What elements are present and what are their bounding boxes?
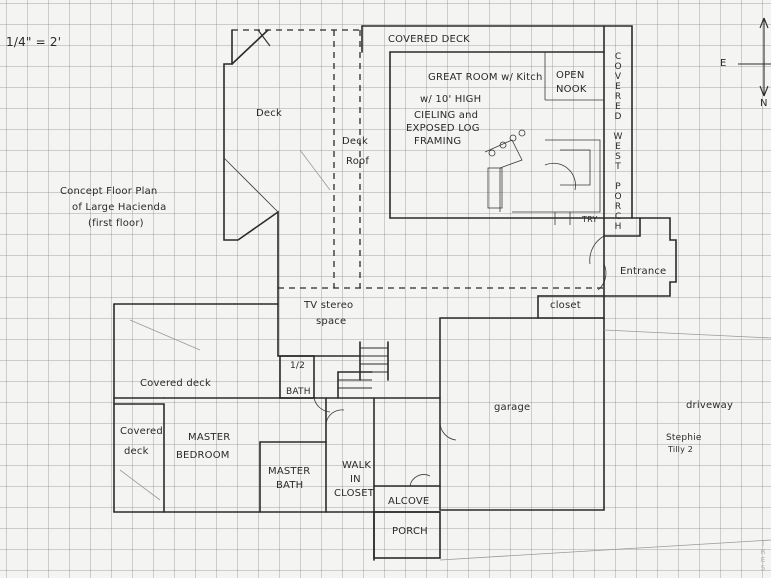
driveway-lines	[439, 329, 771, 561]
covered-deck-top-label: COVERED DECK	[388, 34, 470, 45]
walk-in-closet-label-2: IN	[350, 474, 361, 485]
porch-walls	[373, 511, 441, 559]
compass-east-label: E	[720, 58, 727, 69]
covered-west-porch-label: COVERED WEST PORCH	[613, 52, 623, 232]
half-bath-label-2: BATH	[286, 387, 311, 397]
core-walls	[277, 287, 389, 399]
deck-roof-label-2: Roof	[346, 156, 370, 167]
great-room-label-5: FRAMING	[414, 136, 462, 147]
driveway-label: driveway	[686, 400, 734, 411]
title-line-2: of Large Hacienda	[72, 202, 167, 213]
sketch-marks	[119, 149, 331, 501]
porch-label: PORCH	[392, 526, 428, 537]
master-bedroom-label-2: BEDROOM	[176, 450, 230, 461]
open-nook-label-1: OPEN	[556, 70, 585, 81]
walk-in-closet-label-3: CLOSET	[334, 488, 375, 499]
signature-line-1: Stephie	[666, 433, 702, 443]
deck-roof-label-1: Deck	[342, 136, 368, 147]
covered-deck-left-label-2: deck	[124, 446, 149, 457]
great-room-walls	[389, 51, 641, 219]
great-room-label-4: EXPOSED LOG	[406, 123, 480, 134]
walk-in-closet-label-1: WALK	[342, 460, 372, 471]
master-bath-label-1: MASTER	[268, 466, 311, 477]
tv-stereo-label-2: space	[316, 316, 347, 327]
try-label: TRY	[582, 215, 598, 224]
signature-line-2: Tilly 2	[668, 445, 694, 454]
compass-north-label: N	[760, 98, 768, 109]
scale-label: 1/4" = 2'	[6, 35, 62, 49]
half-bath-label-1: 1/2	[290, 361, 306, 371]
great-room-label-1: GREAT ROOM w/ Kitch	[428, 72, 543, 83]
alcove-label: ALCOVE	[388, 496, 430, 507]
kitchen-fixtures	[484, 129, 601, 225]
title-line-1: Concept Floor Plan	[60, 186, 158, 197]
great-room-label-2: w/ 10' HIGH	[420, 94, 482, 105]
deck-outline	[223, 29, 362, 289]
deck-label: Deck	[256, 108, 282, 119]
closet-label: closet	[550, 300, 581, 311]
covered-porch-outline	[361, 25, 633, 219]
great-room-label-3: CIELING and	[414, 110, 479, 121]
entrance-walls	[589, 217, 677, 297]
compass-arrow	[738, 17, 771, 97]
garage-label: garage	[494, 402, 531, 413]
entrance-label: Entrance	[620, 266, 667, 277]
tv-stereo-label-1: TV stereo	[304, 300, 354, 311]
left-wing-walls	[113, 303, 457, 561]
garage-walls	[439, 317, 605, 511]
closet-walls	[537, 295, 605, 319]
watermark: IRES	[759, 540, 767, 572]
master-bath-label-2: BATH	[276, 480, 304, 491]
title-line-3: (first floor)	[88, 218, 144, 229]
master-bedroom-label-1: MASTER	[188, 432, 231, 443]
covered-deck-mid-label: Covered deck	[140, 378, 211, 389]
open-nook-label-2: NOOK	[556, 84, 587, 95]
covered-deck-left-label-1: Covered	[120, 426, 163, 437]
